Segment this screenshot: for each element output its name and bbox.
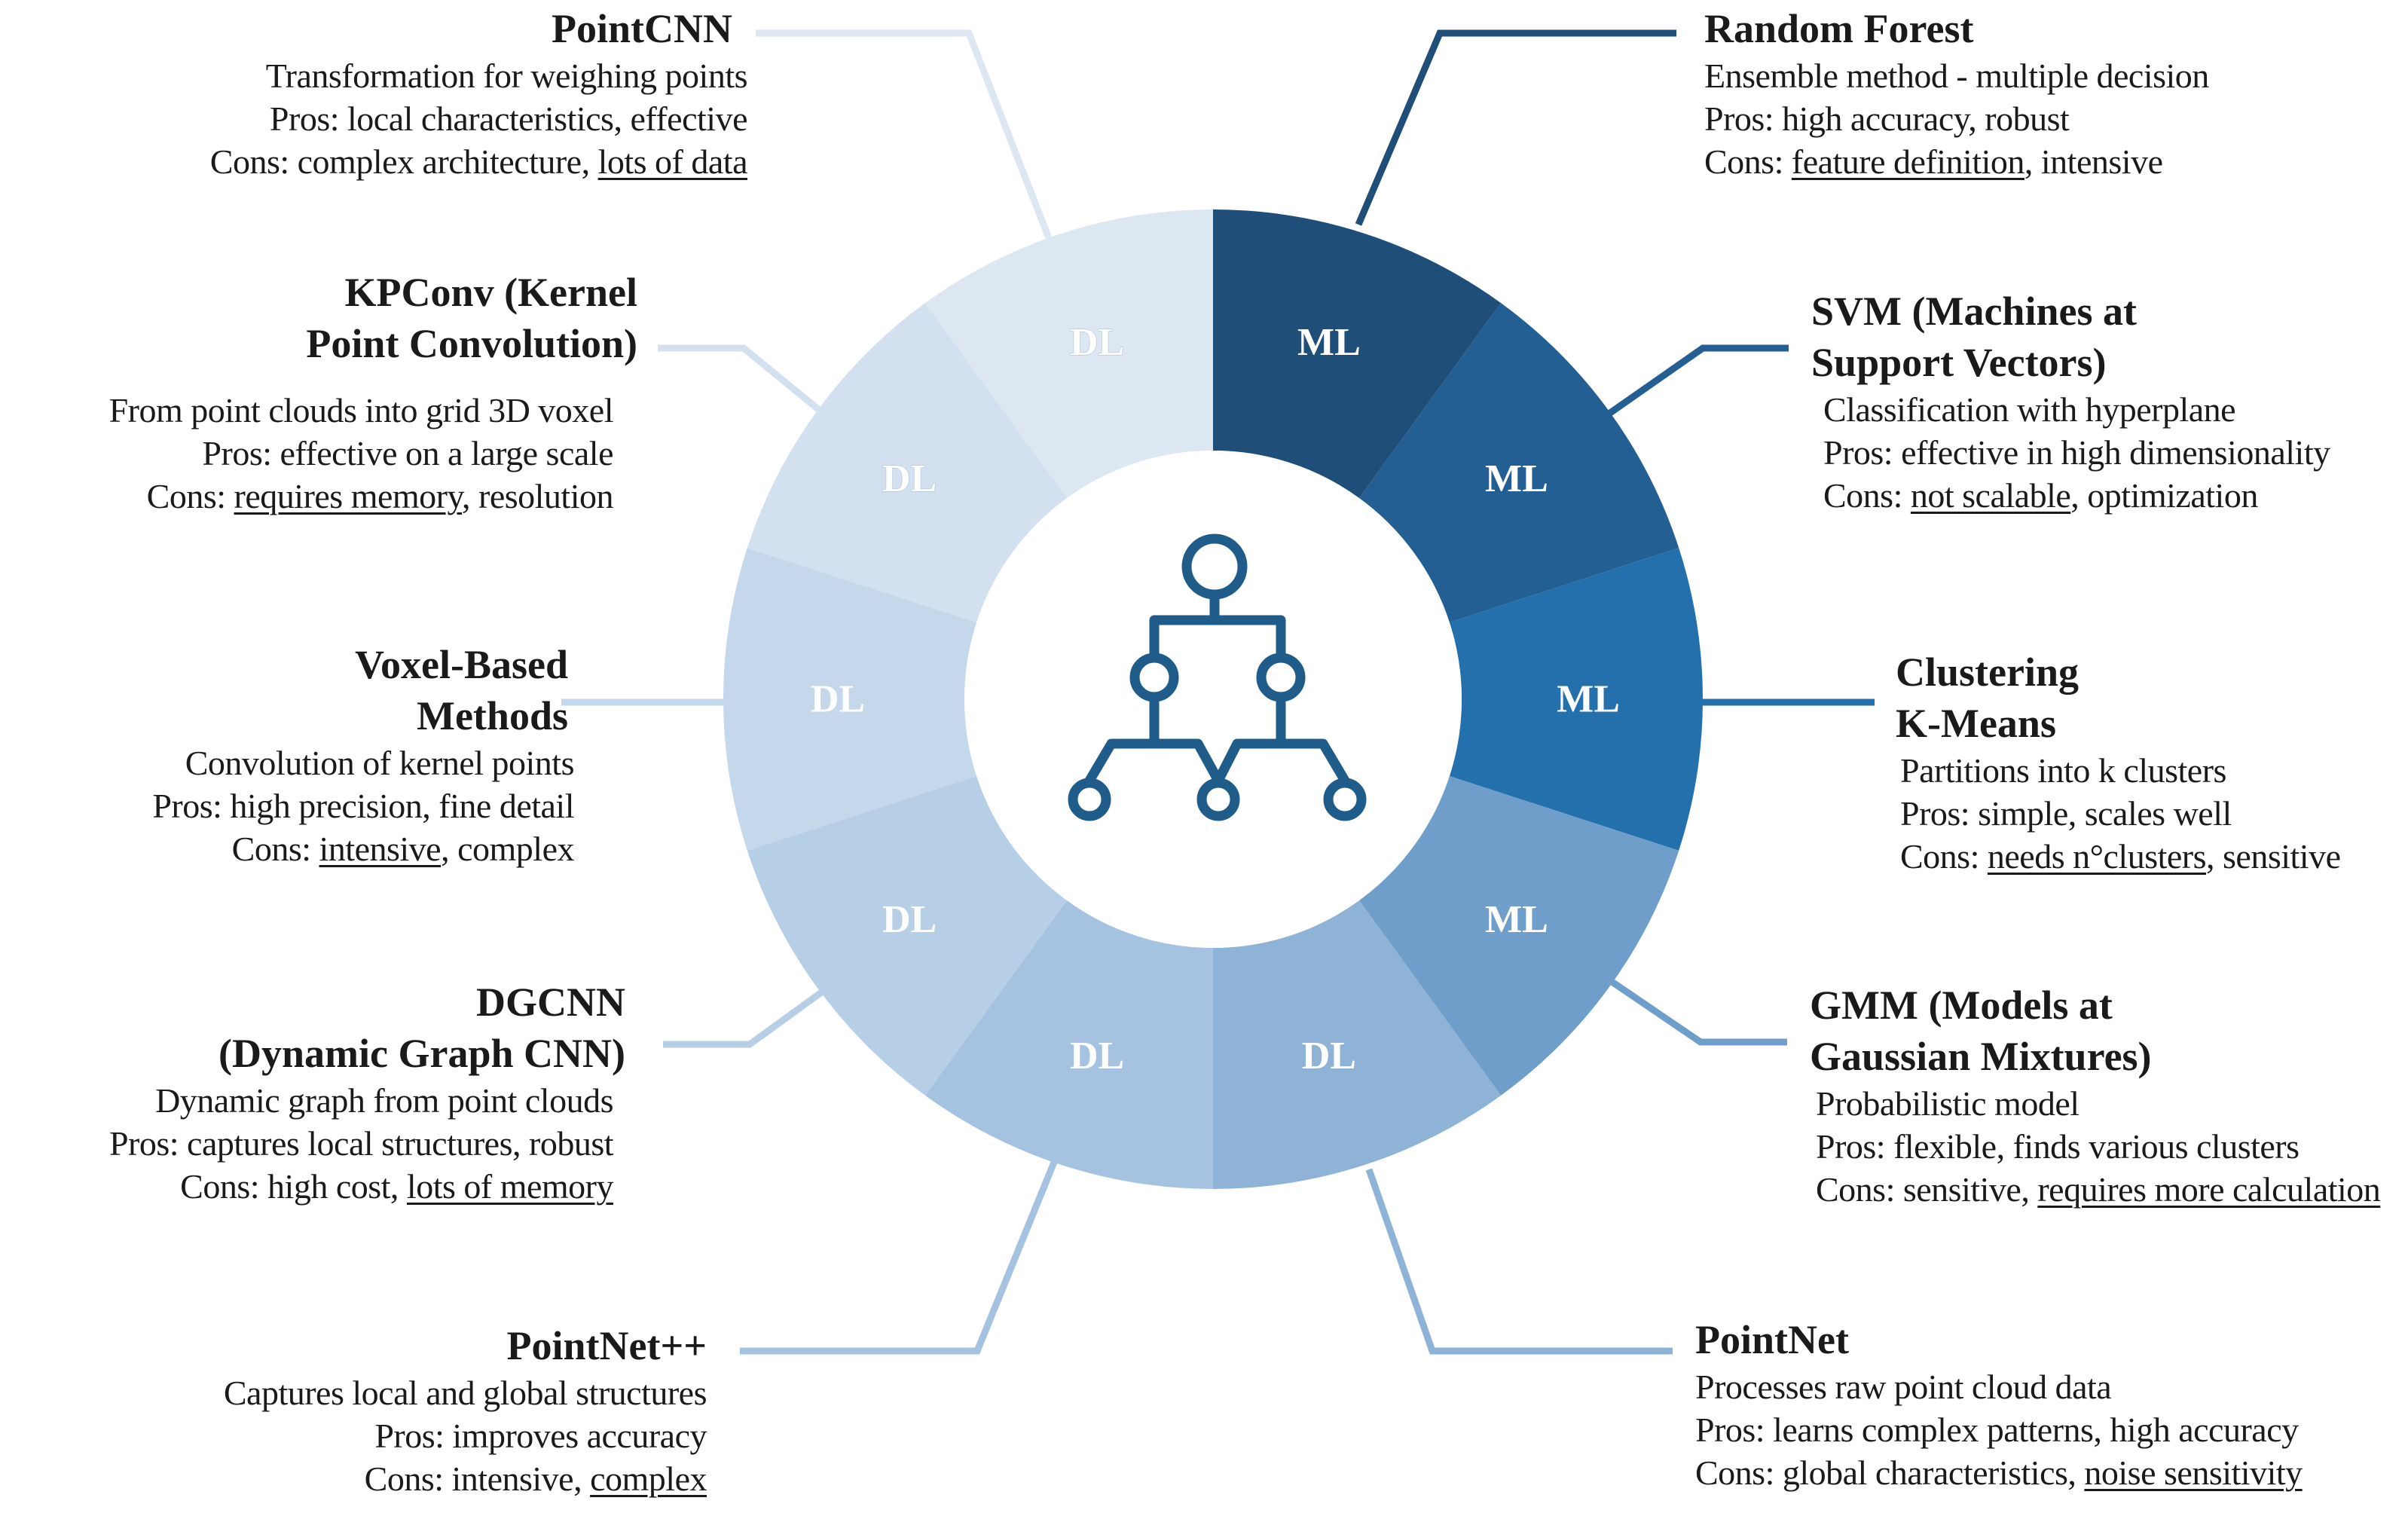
method-pros: Pros: high precision, fine detail — [152, 787, 574, 825]
method-description: Transformation for weighing points — [265, 57, 748, 95]
segment-label: DL — [1070, 321, 1124, 364]
method-cons: Cons: complex architecture, lots of data — [209, 142, 748, 181]
segment-label: ML — [1485, 898, 1548, 941]
method-pros: Pros: simple, scales well — [1900, 794, 2232, 833]
method-title-line-2: Point Convolution) — [306, 321, 637, 366]
method-description: Processes raw point cloud data — [1695, 1368, 2112, 1406]
method-gmm: GMM (Models at Gaussian Mixtures) Probab… — [1810, 980, 2381, 1211]
ring-segment-dl — [723, 548, 977, 851]
method-pros: Pros: learns complex patterns, high accu… — [1695, 1411, 2299, 1449]
method-pointcnn: PointCNN Transformation for weighing poi… — [209, 3, 748, 183]
method-pros: Pros: high accuracy, robust — [1704, 99, 2070, 138]
ring-segment-ml — [1358, 775, 1679, 1096]
segment-label: DL — [1070, 1035, 1124, 1077]
ring-segment-dl — [747, 775, 1068, 1096]
method-cons: Cons: sensitive, requires more calculati… — [1816, 1170, 2381, 1209]
ring-segment-dl — [924, 209, 1213, 499]
method-cons: Cons: global characteristics, noise sens… — [1695, 1453, 2303, 1492]
ring-segment-ml — [1449, 548, 1703, 851]
connector-kpconv — [658, 344, 825, 416]
method-title: PointNet++ — [506, 1323, 707, 1368]
segment-label: DL — [882, 457, 937, 500]
connector-random-forest — [1355, 29, 1676, 226]
ring-segment-dl — [924, 900, 1213, 1190]
connector-svm — [1608, 344, 1789, 416]
connector-lines — [561, 29, 1875, 1355]
method-kmeans: Clustering K-Means Partitions into k clu… — [1896, 646, 2341, 878]
method-cons: Cons: requires memory, resolution — [146, 477, 614, 515]
method-title-line-2: (Dynamic Graph CNN) — [218, 1031, 625, 1076]
method-title-line-1: GMM (Models at — [1810, 983, 2113, 1028]
method-description: Convolution of kernel points — [185, 744, 575, 782]
method-title: PointCNN — [552, 6, 732, 51]
ring-segment-dl — [747, 303, 1068, 623]
connector-pointnetpp — [740, 1159, 1059, 1355]
method-dgcnn: DGCNN (Dynamic Graph CNN) Dynamic graph … — [109, 977, 625, 1208]
hierarchy-network-icon — [1068, 533, 1367, 821]
method-title-line-1: Voxel-Based — [354, 642, 568, 687]
segment-ring: ML ML ML ML DL DL DL DL DL DL — [723, 209, 1703, 1190]
method-description: Captures local and global structures — [223, 1374, 707, 1412]
method-description: From point clouds into grid 3D voxel — [108, 391, 614, 429]
segment-label: DL — [811, 678, 865, 721]
method-pros: Pros: effective in high dimensionality — [1823, 433, 2330, 472]
method-pointnet: PointNet Processes raw point cloud data … — [1695, 1314, 2303, 1494]
segment-label: ML — [1557, 678, 1620, 721]
method-title-line-1: DGCNN — [476, 980, 625, 1025]
ring-segment-dl — [1213, 900, 1502, 1190]
connector-pointnet — [1365, 1168, 1673, 1355]
ring-segment-ml — [1358, 303, 1679, 623]
method-cons: Cons: intensive, complex — [231, 830, 575, 868]
method-title-line-2: Support Vectors) — [1811, 340, 2107, 385]
method-cons: Cons: intensive, complex — [364, 1460, 707, 1498]
segment-label: DL — [882, 898, 937, 941]
method-title-line-1: Clustering — [1896, 650, 2079, 695]
method-voxel-based: Voxel-Based Methods Convolution of kerne… — [152, 639, 574, 870]
method-cons: Cons: feature definition, intensive — [1704, 142, 2163, 181]
ring-center-hole — [964, 451, 1462, 948]
method-title: PointNet — [1695, 1317, 1849, 1362]
method-pros: Pros: local characteristics, effective — [269, 99, 748, 138]
method-description: Partitions into k clusters — [1900, 751, 2226, 790]
method-pros: Pros: flexible, finds various clusters — [1816, 1127, 2300, 1166]
method-description: Dynamic graph from point clouds — [155, 1081, 613, 1120]
method-kpconv: KPConv (Kernel Point Convolution) From p… — [109, 267, 637, 518]
connector-gmm — [1606, 977, 1787, 1046]
method-cons: Cons: high cost, lots of memory — [180, 1167, 613, 1206]
method-title: Random Forest — [1704, 6, 1974, 51]
method-pros: Pros: effective on a large scale — [202, 434, 613, 472]
segment-label: ML — [1297, 321, 1361, 364]
method-title-line-2: K-Means — [1896, 701, 2056, 746]
method-description: Probabilistic model — [1816, 1084, 2079, 1123]
method-title-line-1: SVM (Machines at — [1811, 289, 2137, 334]
method-random-forest: Random Forest Ensemble method - multiple… — [1704, 3, 2209, 183]
method-cons: Cons: needs n°clusters, sensitive — [1900, 837, 2341, 876]
method-title-line-1: KPConv (Kernel — [344, 270, 637, 315]
ring-segment-ml — [1213, 209, 1502, 499]
method-pros: Pros: improves accuracy — [374, 1417, 707, 1455]
method-title-line-2: Methods — [417, 693, 568, 738]
method-pointnetpp: PointNet++ Captures local and global str… — [224, 1320, 707, 1500]
method-svm: SVM (Machines at Support Vectors) Classi… — [1811, 286, 2330, 517]
method-description: Ensemble method - multiple decision — [1704, 57, 2209, 95]
connector-dgcnn — [663, 988, 826, 1048]
connector-pointcnn — [756, 29, 1053, 240]
segment-label: DL — [1302, 1035, 1356, 1077]
method-description: Classification with hyperplane — [1823, 390, 2236, 429]
segment-label: ML — [1485, 457, 1548, 500]
method-pros: Pros: captures local structures, robust — [108, 1124, 614, 1163]
method-title-line-2: Gaussian Mixtures) — [1810, 1034, 2152, 1079]
method-cons: Cons: not scalable, optimization — [1823, 476, 2258, 515]
